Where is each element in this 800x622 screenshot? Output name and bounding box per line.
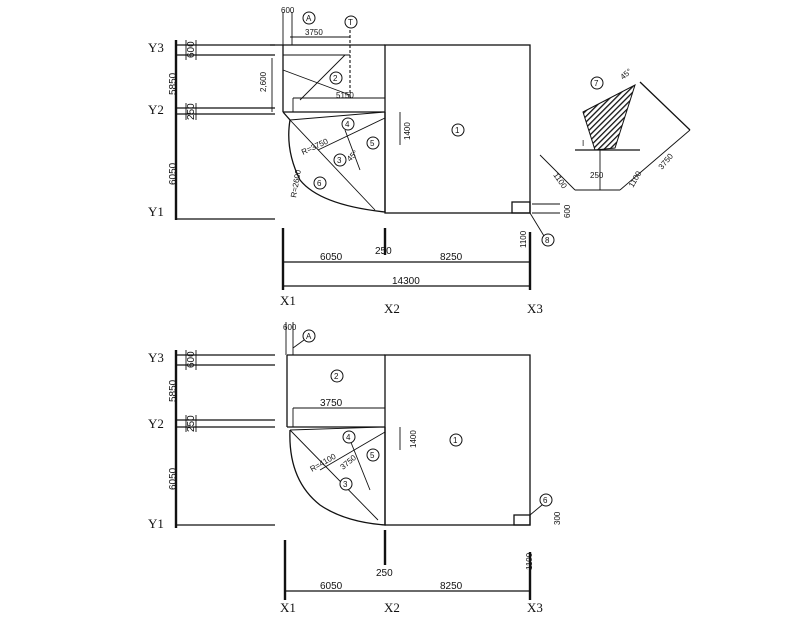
grid-label-y1-b: Y1 xyxy=(148,516,164,531)
marker-1-label: 1 xyxy=(455,126,460,135)
marker-a-label: A xyxy=(306,14,312,23)
detail-dim-250: 250 xyxy=(590,171,604,180)
grid-label-x1: X1 xyxy=(280,293,296,308)
marker-1 xyxy=(451,123,465,137)
grid-label-x3: X3 xyxy=(527,301,543,316)
dim-6050-left: 6050 xyxy=(168,162,179,185)
marker-6 xyxy=(313,176,327,190)
marker-8-label: 8 xyxy=(545,236,550,245)
marker-7 xyxy=(590,76,604,90)
dim-1100: 1100 xyxy=(519,230,528,248)
quadrant-room-outline xyxy=(282,111,386,213)
grid-label-y2-b: Y2 xyxy=(148,416,164,431)
marker-3-label: 3 xyxy=(337,156,342,165)
dim-600-left: 600 xyxy=(186,41,197,58)
marker-7-label: 7 xyxy=(594,79,599,88)
marker-2-b xyxy=(330,369,344,383)
quadrant-room-outline-b xyxy=(289,427,386,526)
dim-300-b: 300 xyxy=(553,511,562,525)
marker-4 xyxy=(341,117,355,131)
dim-250-left: 250 xyxy=(186,103,197,120)
dim-600-right: 600 xyxy=(563,204,572,218)
dim-3750-top: 3750 xyxy=(305,28,323,37)
grid-label-x3-b: X3 xyxy=(527,600,543,615)
marker-6-b xyxy=(539,493,553,507)
corner-block xyxy=(511,201,531,214)
dim-250-x2-b: 250 xyxy=(376,568,393,579)
dim-2600: 2,600 xyxy=(259,71,268,92)
marker-a-bottom xyxy=(302,329,316,343)
marker-5-label: 5 xyxy=(370,139,375,148)
dim-6050-b: 6050 xyxy=(320,581,343,592)
dim-250-left-b: 250 xyxy=(186,415,197,432)
detail-label-i: I xyxy=(582,139,584,148)
grid-label-y3: Y3 xyxy=(148,40,164,55)
detail-dim-3750: 3750 xyxy=(657,151,676,171)
marker-6-label-b: 6 xyxy=(543,496,548,505)
dim-600-top: 600 xyxy=(281,6,295,15)
dim-600-left-b: 600 xyxy=(186,351,197,368)
detail-dim-1100a: 1100 xyxy=(551,171,569,191)
marker-a-top xyxy=(302,11,316,25)
grid-label-y3-b: Y3 xyxy=(148,350,164,365)
dim-r4100: R=4100 xyxy=(309,452,338,474)
dim-5150: 5150 xyxy=(336,91,354,100)
marker-2-label: 2 xyxy=(333,74,338,83)
marker-4-label-b: 4 xyxy=(346,433,351,442)
grid-label-x1-b: X1 xyxy=(280,600,296,615)
corner-block-b xyxy=(513,514,531,526)
marker-t xyxy=(344,15,358,29)
dim-6050: 6050 xyxy=(320,252,343,263)
dim-angle: 45° xyxy=(345,148,360,163)
top-plan: Y3 Y2 Y1 X1 X2 X3 600 5850 250 6050 xyxy=(148,6,691,316)
marker-3-b xyxy=(339,477,353,491)
marker-2 xyxy=(329,71,343,85)
dim-14300: 14300 xyxy=(392,276,420,287)
dim-1400-b: 1400 xyxy=(409,430,418,448)
grid-label-x2-b: X2 xyxy=(384,600,400,615)
dim-6050-left-b: 6050 xyxy=(168,467,179,490)
grid-label-y1: Y1 xyxy=(148,204,164,219)
section-detail: 7 45° I 1100 250 1100 3750 xyxy=(539,67,691,191)
dim-8250: 8250 xyxy=(440,252,463,263)
dim-250-x2: 250 xyxy=(375,246,392,257)
marker-3 xyxy=(333,153,347,167)
dim-r3750: R=3750 xyxy=(300,136,330,156)
marker-2-label-b: 2 xyxy=(334,372,339,381)
dim-5850: 5850 xyxy=(168,72,179,95)
marker-a-label-b: A xyxy=(306,332,312,341)
marker-5-b xyxy=(366,448,380,462)
marker-1-label-b: 1 xyxy=(453,436,458,445)
dim-8250-b: 8250 xyxy=(440,581,463,592)
dim-3750b: 3750 xyxy=(339,453,359,472)
marker-1-b xyxy=(449,433,463,447)
marker-t-label: T xyxy=(348,18,353,27)
marker-3-label-b: 3 xyxy=(343,480,348,489)
left-dimension-chain: 600 5850 250 6050 xyxy=(168,40,275,220)
marker-6-label: 6 xyxy=(317,179,322,188)
dim-r2600: R=2600 xyxy=(289,168,303,198)
dim-5850-b: 5850 xyxy=(168,379,179,402)
marker-5-label-b: 5 xyxy=(370,451,375,460)
marker-5 xyxy=(366,136,380,150)
grid-label-y2: Y2 xyxy=(148,102,164,117)
dim-3750-b: 3750 xyxy=(320,398,343,409)
dim-600-top-b: 600 xyxy=(283,323,297,332)
grid-label-x2: X2 xyxy=(384,301,400,316)
marker-8 xyxy=(541,233,555,247)
detail-angle: 45° xyxy=(619,67,634,82)
bottom-plan: Y3 Y2 Y1 X1 X2 X3 600 5850 250 6050 3750… xyxy=(148,322,562,615)
marker-4-label: 4 xyxy=(345,120,350,129)
hatched-section xyxy=(582,83,636,151)
marker-4-b xyxy=(342,430,356,444)
dim-1400: 1400 xyxy=(403,122,412,140)
